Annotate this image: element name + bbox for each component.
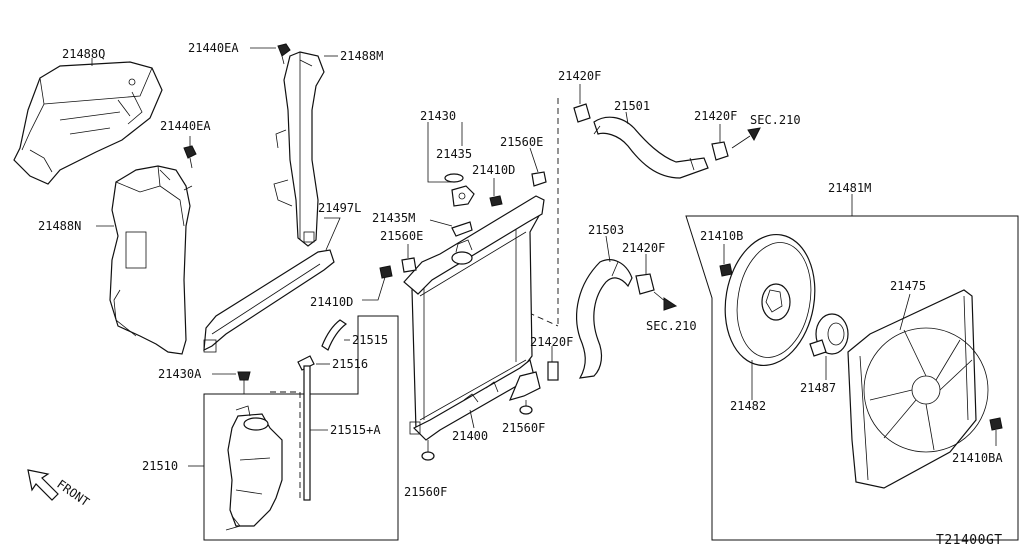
air-guide-upper-21488Q — [13, 61, 163, 185]
label-21410B: 21410B — [700, 229, 743, 243]
fan-assembly-box — [685, 215, 1019, 541]
radiator-cap-21430 — [451, 185, 475, 207]
seal-side-21488M — [273, 51, 325, 247]
bolt-21410D-top — [489, 195, 503, 207]
label-front: FRONT — [54, 477, 92, 509]
bolt-21410BA — [989, 417, 1003, 431]
clip-21440EA-mid — [183, 145, 197, 169]
upper-hose-21501 — [593, 116, 709, 179]
mount-21560E-top — [531, 171, 547, 187]
label-21516: 21516 — [332, 357, 368, 371]
bracket-21430 — [427, 122, 454, 183]
clamp-21420F-right — [711, 141, 729, 161]
reservoir-ref-line — [270, 391, 301, 500]
overflow-hose-21515 — [321, 319, 348, 351]
label-21487: 21487 — [800, 381, 836, 395]
fan-motor-21487 — [809, 313, 849, 357]
label-21503: 21503 — [588, 223, 624, 237]
label-21510: 21510 — [142, 459, 178, 473]
diagram-code: T21400GT — [936, 533, 1003, 548]
bolt-21430A — [237, 371, 251, 381]
label-21481M: 21481M — [828, 181, 871, 195]
radiator-core-21400 — [403, 195, 545, 441]
label-21440EA-mid: 21440EA — [160, 119, 211, 133]
tube-21515A — [303, 365, 311, 501]
label-21420F-low: 21420F — [530, 335, 573, 349]
clamp-21420F-low — [547, 361, 559, 381]
bolt-21410D-left — [379, 265, 393, 279]
label-21488N: 21488N — [38, 219, 81, 233]
label-21430: 21430 — [420, 109, 456, 123]
label-21410BA: 21410BA — [952, 451, 1003, 465]
label-21440EA-top: 21440EA — [188, 41, 239, 55]
label-21560F-mid: 21560F — [502, 421, 545, 435]
label-21400: 21400 — [452, 429, 488, 443]
air-guide-side-21488N — [109, 165, 193, 355]
label-21501: 21501 — [614, 99, 650, 113]
label-21497L: 21497L — [318, 201, 361, 215]
label-21482: 21482 — [730, 399, 766, 413]
label-21515A: 21515+A — [330, 423, 381, 437]
label-21435M: 21435M — [372, 211, 415, 225]
label-sec210-top: SEC.210 — [750, 113, 801, 127]
label-21515: 21515 — [352, 333, 388, 347]
clamp-21420F-mid — [635, 273, 655, 295]
o-ring-21435 — [444, 173, 464, 183]
arrow-sec210-top — [747, 127, 761, 142]
label-21410D-left: 21410D — [310, 295, 353, 309]
label-21560E-top: 21560E — [500, 135, 543, 149]
label-sec210-mid: SEC.210 — [646, 319, 697, 333]
label-21420F-mid: 21420F — [622, 241, 665, 255]
label-21410D-top: 21410D — [472, 163, 515, 177]
label-21475: 21475 — [890, 279, 926, 293]
front-arrow-icon — [27, 469, 59, 501]
label-21420F-right: 21420F — [694, 109, 737, 123]
label-21420F-top: 21420F — [558, 69, 601, 83]
label-21488Q: 21488Q — [62, 47, 105, 61]
fan-blade-21482 — [724, 233, 816, 367]
label-21560F-low: 21560F — [404, 485, 447, 499]
mount-21560F-mid — [519, 405, 533, 415]
bolt-21410B — [719, 263, 733, 277]
seal-lower-21497L — [203, 249, 335, 353]
arrow-sec210-mid — [663, 297, 678, 311]
clip-21440EA-top — [277, 43, 291, 65]
label-21430A: 21430A — [158, 367, 202, 381]
label-21435: 21435 — [436, 147, 472, 161]
mount-21560E-left — [401, 257, 417, 273]
label-21488M: 21488M — [340, 49, 383, 63]
mount-21560F-low — [421, 451, 435, 461]
lower-hose-21503 — [576, 259, 633, 379]
label-21560E-left: 21560E — [380, 229, 423, 243]
clip-21516 — [297, 355, 315, 371]
reservoir-tank-21510 — [225, 405, 283, 531]
fan-shroud-21475 — [847, 289, 989, 489]
clamp-21420F-top — [573, 103, 591, 123]
seal-21435M — [451, 221, 473, 237]
